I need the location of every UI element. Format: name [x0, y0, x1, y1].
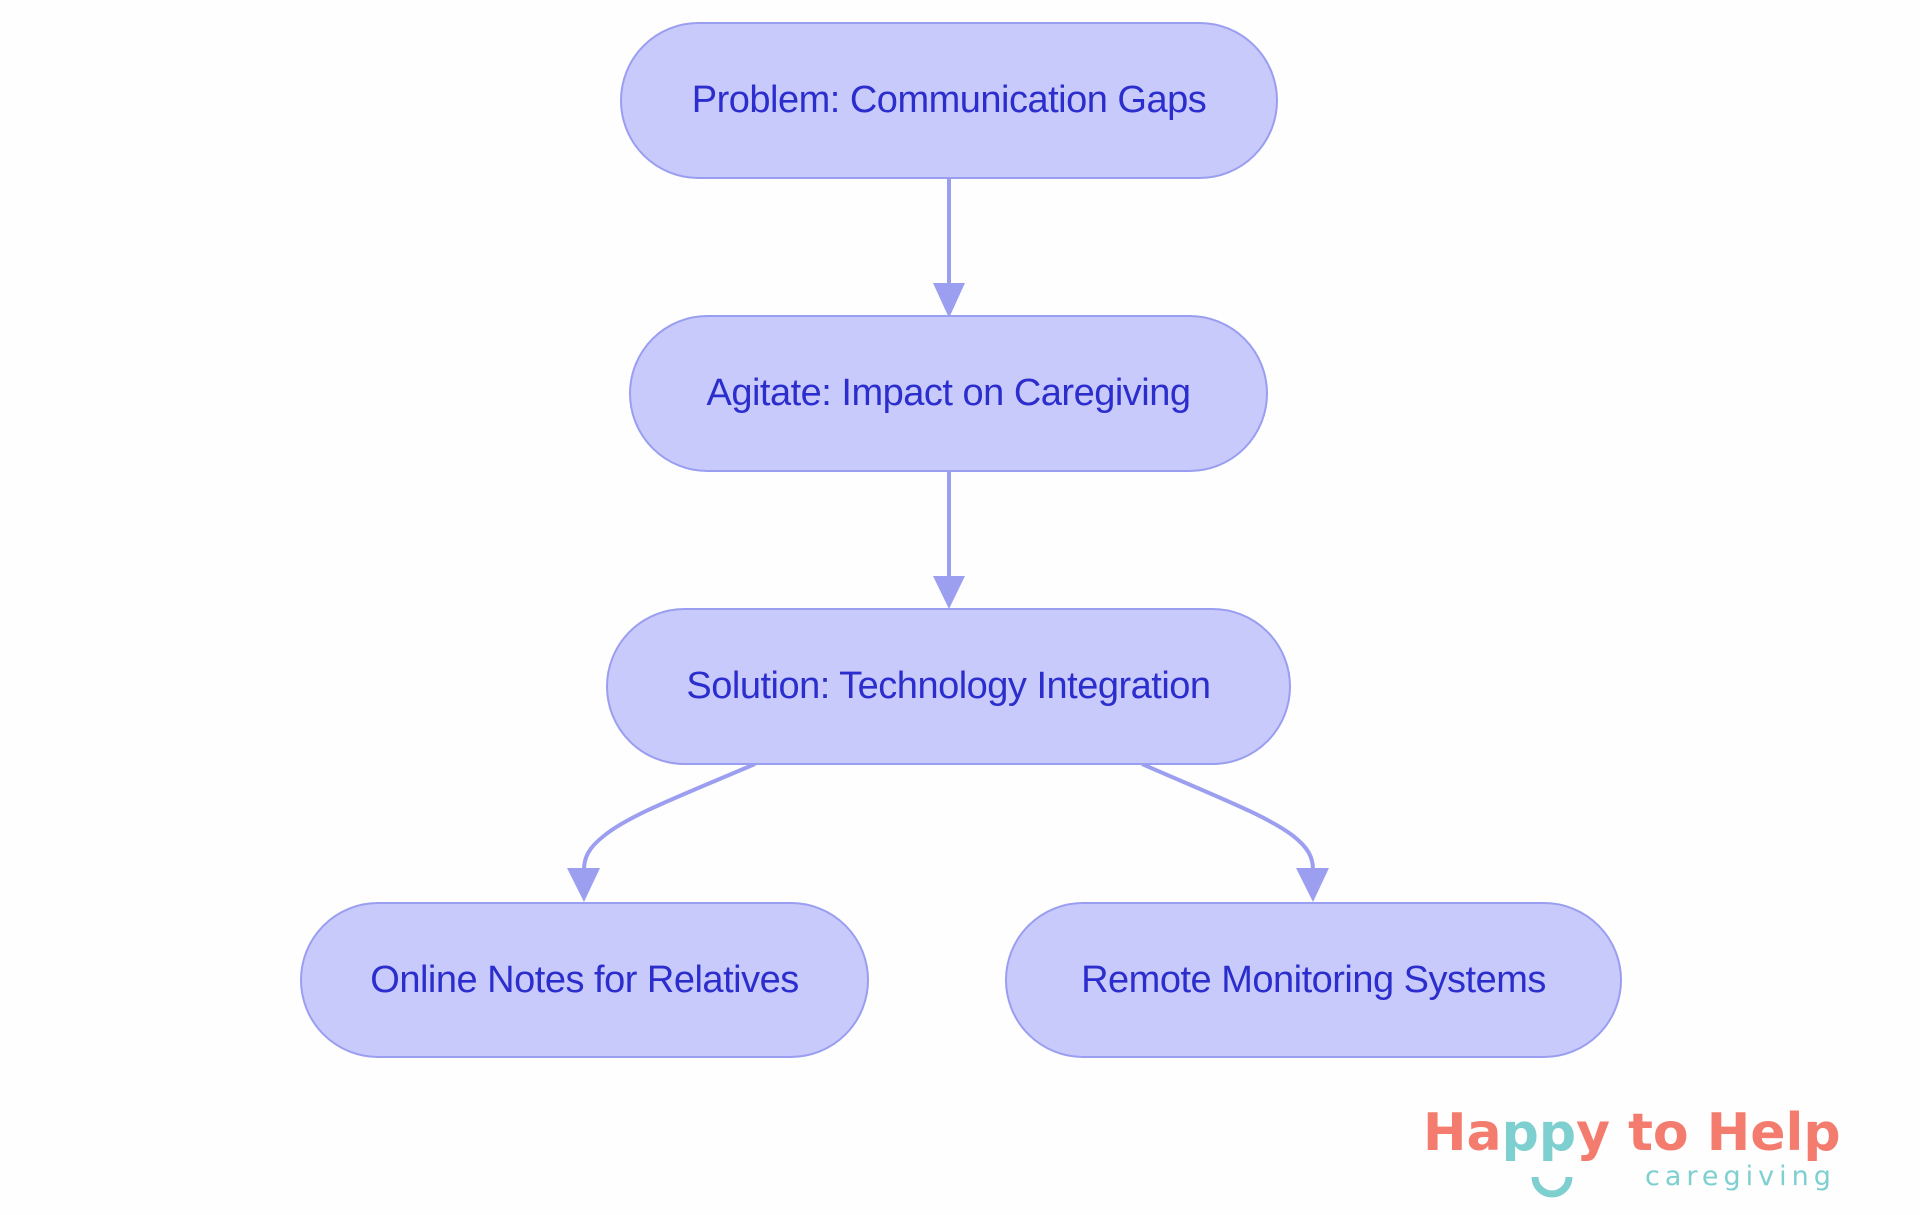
arrowhead-icon	[1296, 868, 1329, 902]
node-online-notes: Online Notes for Relatives	[300, 902, 869, 1058]
node-problem: Problem: Communication Gaps	[620, 22, 1278, 179]
arrowhead-icon	[567, 868, 600, 902]
logo-text-y-to-help: y to Help	[1576, 1103, 1841, 1163]
logo-text-pp: pp	[1501, 1103, 1577, 1163]
node-solution: Solution: Technology Integration	[606, 608, 1291, 765]
logo-wordmark: Happy to Help	[1423, 1100, 1841, 1166]
edge-solution-to-online-notes	[582, 762, 756, 871]
brand-logo: Happy to Help caregiving	[1423, 1100, 1883, 1200]
logo-subtitle: caregiving	[1645, 1161, 1836, 1192]
edge-solution-to-remote-monitoring	[1141, 762, 1315, 871]
node-label: Agitate: Impact on Caregiving	[706, 372, 1192, 414]
node-remote-monitoring: Remote Monitoring Systems	[1005, 902, 1622, 1058]
arrowhead-icon	[933, 576, 965, 609]
node-label: Problem: Communication Gaps	[691, 79, 1207, 121]
arrowhead-icon	[933, 283, 965, 318]
smile-icon	[1531, 1176, 1573, 1198]
node-label: Online Notes for Relatives	[370, 958, 799, 1001]
node-label: Remote Monitoring Systems	[1081, 958, 1546, 1001]
node-agitate: Agitate: Impact on Caregiving	[629, 315, 1268, 472]
node-label: Solution: Technology Integration	[686, 665, 1211, 707]
logo-text-ha: Ha	[1423, 1103, 1502, 1163]
